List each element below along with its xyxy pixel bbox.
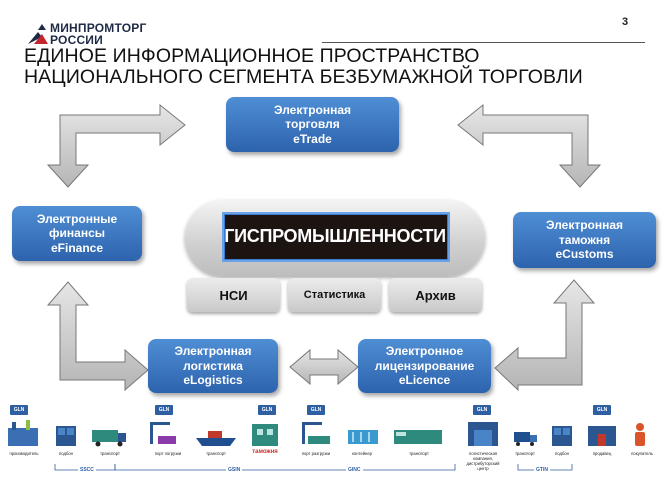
gisp-banner-bg — [224, 214, 448, 260]
node-efinance-line-2: финансы — [49, 226, 105, 241]
step-label: логистическая компания, дистрибуторский … — [466, 451, 500, 471]
header-divider — [322, 42, 645, 43]
logo-line-2: РОССИИ — [50, 33, 103, 47]
step-label: покупатель — [631, 451, 653, 456]
arrow-efinance-elogistics — [46, 281, 149, 392]
node-ecustoms-line-1: Электронная — [545, 218, 624, 233]
step-label: транспорт — [409, 451, 429, 456]
supply-chain-strip: GLN GLN GLN GLN GLN GLN производитель по… — [0, 400, 670, 500]
train-icon — [394, 430, 442, 444]
supply-chain-icons — [8, 420, 645, 447]
ship-icon — [196, 431, 236, 446]
gln-badge: GLN — [593, 405, 611, 415]
node-etrade-line-1: Электронная — [273, 102, 352, 117]
gln-badge: GLN — [155, 405, 173, 415]
ministry-logo-text: МИНПРОМТОРГ РОССИИ — [50, 22, 146, 46]
code-gtin: GTIN — [534, 467, 550, 473]
gisp-banner: ГИСПРОМЫШЛЕННОСТИ — [224, 226, 446, 246]
node-elogistics-line-1: Электронная — [174, 344, 252, 359]
arrow-elogistics-elicence — [289, 348, 359, 386]
gln-badge: GLN — [307, 405, 325, 415]
gln-badge: GLN — [10, 405, 28, 415]
archive-button: Архив — [389, 278, 482, 312]
port-crane-icon — [150, 422, 176, 444]
code-ginc: GINC — [346, 467, 363, 473]
step-label: подбон — [59, 451, 73, 456]
nsi-button: НСИ — [187, 278, 280, 312]
code-gsin: GSIN — [226, 467, 243, 473]
gln-badge: GLN — [258, 405, 276, 415]
node-elicence-line-2: лицензирование — [374, 358, 475, 373]
step-label: контейнер — [351, 451, 373, 456]
slide-title: ЕДИНОЕ ИНФОРМАЦИОННОЕ ПРОСТРАНСТВО НАЦИО… — [24, 46, 583, 88]
node-efinance-line-1: Электронные — [36, 211, 118, 226]
distribution-center-icon — [468, 422, 498, 446]
step-label: порт погрузки — [154, 451, 182, 456]
node-elicence: Электронное лицензирование eLicence — [358, 339, 491, 393]
step-label: продавец — [592, 451, 612, 456]
logo-line-1: МИНПРОМТОРГ — [50, 21, 147, 35]
step-label: порт разгрузки — [301, 451, 331, 456]
node-ecustoms-line-3: eCustoms — [555, 247, 614, 262]
arrow-etrade-to-efinance — [46, 103, 186, 188]
gln-badge: GLN — [473, 405, 491, 415]
node-elicence-line-3: eLicence — [398, 373, 451, 388]
customs-icon — [252, 424, 278, 446]
step-label-customs: таможня — [252, 449, 278, 455]
node-etrade-line-3: eTrade — [293, 131, 332, 146]
node-etrade-line-2: торговля — [285, 117, 340, 132]
arrow-etrade-to-ecustoms — [457, 103, 602, 188]
statistics-button: Статистика — [288, 278, 381, 312]
step-label: транспорт — [206, 451, 226, 456]
title-line-1: ЕДИНОЕ ИНФОРМАЦИОННОЕ ПРОСТРАНСТВО — [24, 45, 480, 67]
node-efinance-line-3: eFinance — [50, 240, 104, 255]
page-number: 3 — [622, 16, 629, 28]
node-ecustoms-line-2: таможня — [558, 232, 611, 247]
node-efinance: Электронные финансы eFinance — [12, 206, 142, 261]
arrow-elicence-ecustoms — [494, 279, 596, 392]
factory-icon — [8, 420, 38, 446]
node-elogistics-line-2: логистика — [183, 358, 243, 373]
store-icon — [588, 426, 616, 446]
pallet-icon — [56, 426, 76, 446]
step-label: производитель — [9, 451, 39, 456]
step-label: транспорт — [100, 451, 120, 456]
truck-icon — [92, 430, 126, 447]
node-elogistics: Электронная логистика eLogistics — [148, 339, 278, 393]
code-brackets — [54, 464, 573, 471]
node-etrade: Электронная торговля eTrade — [226, 97, 399, 152]
node-elicence-line-1: Электронное — [385, 344, 464, 359]
buyer-icon — [635, 423, 645, 446]
step-label: транспорт — [515, 451, 535, 456]
ministry-logo-icon — [28, 24, 48, 44]
truck-icon — [514, 432, 537, 446]
pallet-icon — [552, 426, 572, 446]
container-icon — [348, 430, 378, 444]
code-sscc: SSCC — [78, 467, 96, 473]
port-crane-icon — [302, 422, 330, 444]
title-line-2: НАЦИОНАЛЬНОГО СЕГМЕНТА БЕЗБУМАЖНОЙ ТОРГО… — [24, 66, 583, 88]
node-elogistics-line-3: eLogistics — [183, 373, 243, 388]
step-label: подбон — [555, 451, 569, 456]
node-ecustoms: Электронная таможня eCustoms — [513, 212, 656, 268]
